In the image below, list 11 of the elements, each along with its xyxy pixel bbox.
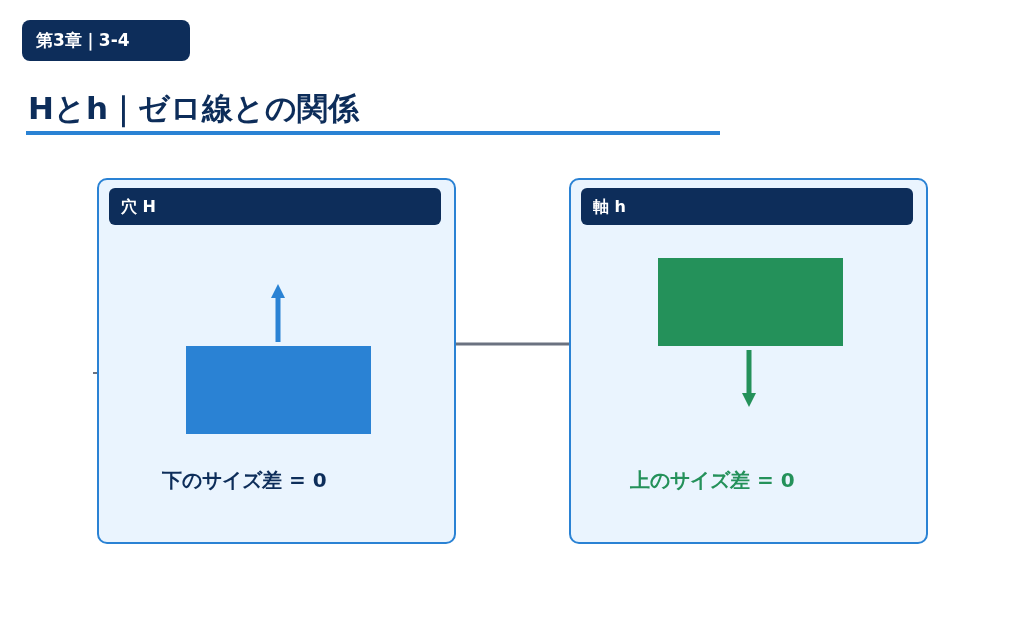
block-rectangle: [186, 346, 371, 434]
panel-header: 穴 H: [109, 188, 441, 225]
panel: [97, 178, 456, 544]
panel-note: 上のサイズ差 = 0: [630, 467, 795, 494]
panel-header: 軸 h: [581, 188, 913, 225]
chapter-badge: 第3章｜3-4: [22, 20, 190, 61]
block-rectangle: [658, 258, 843, 346]
page-title: Hとh｜ゼロ線との関係: [28, 89, 359, 130]
panel-note: 下のサイズ差 = 0: [162, 467, 327, 494]
zero-line: [456, 342, 569, 346]
panel: [569, 178, 928, 544]
